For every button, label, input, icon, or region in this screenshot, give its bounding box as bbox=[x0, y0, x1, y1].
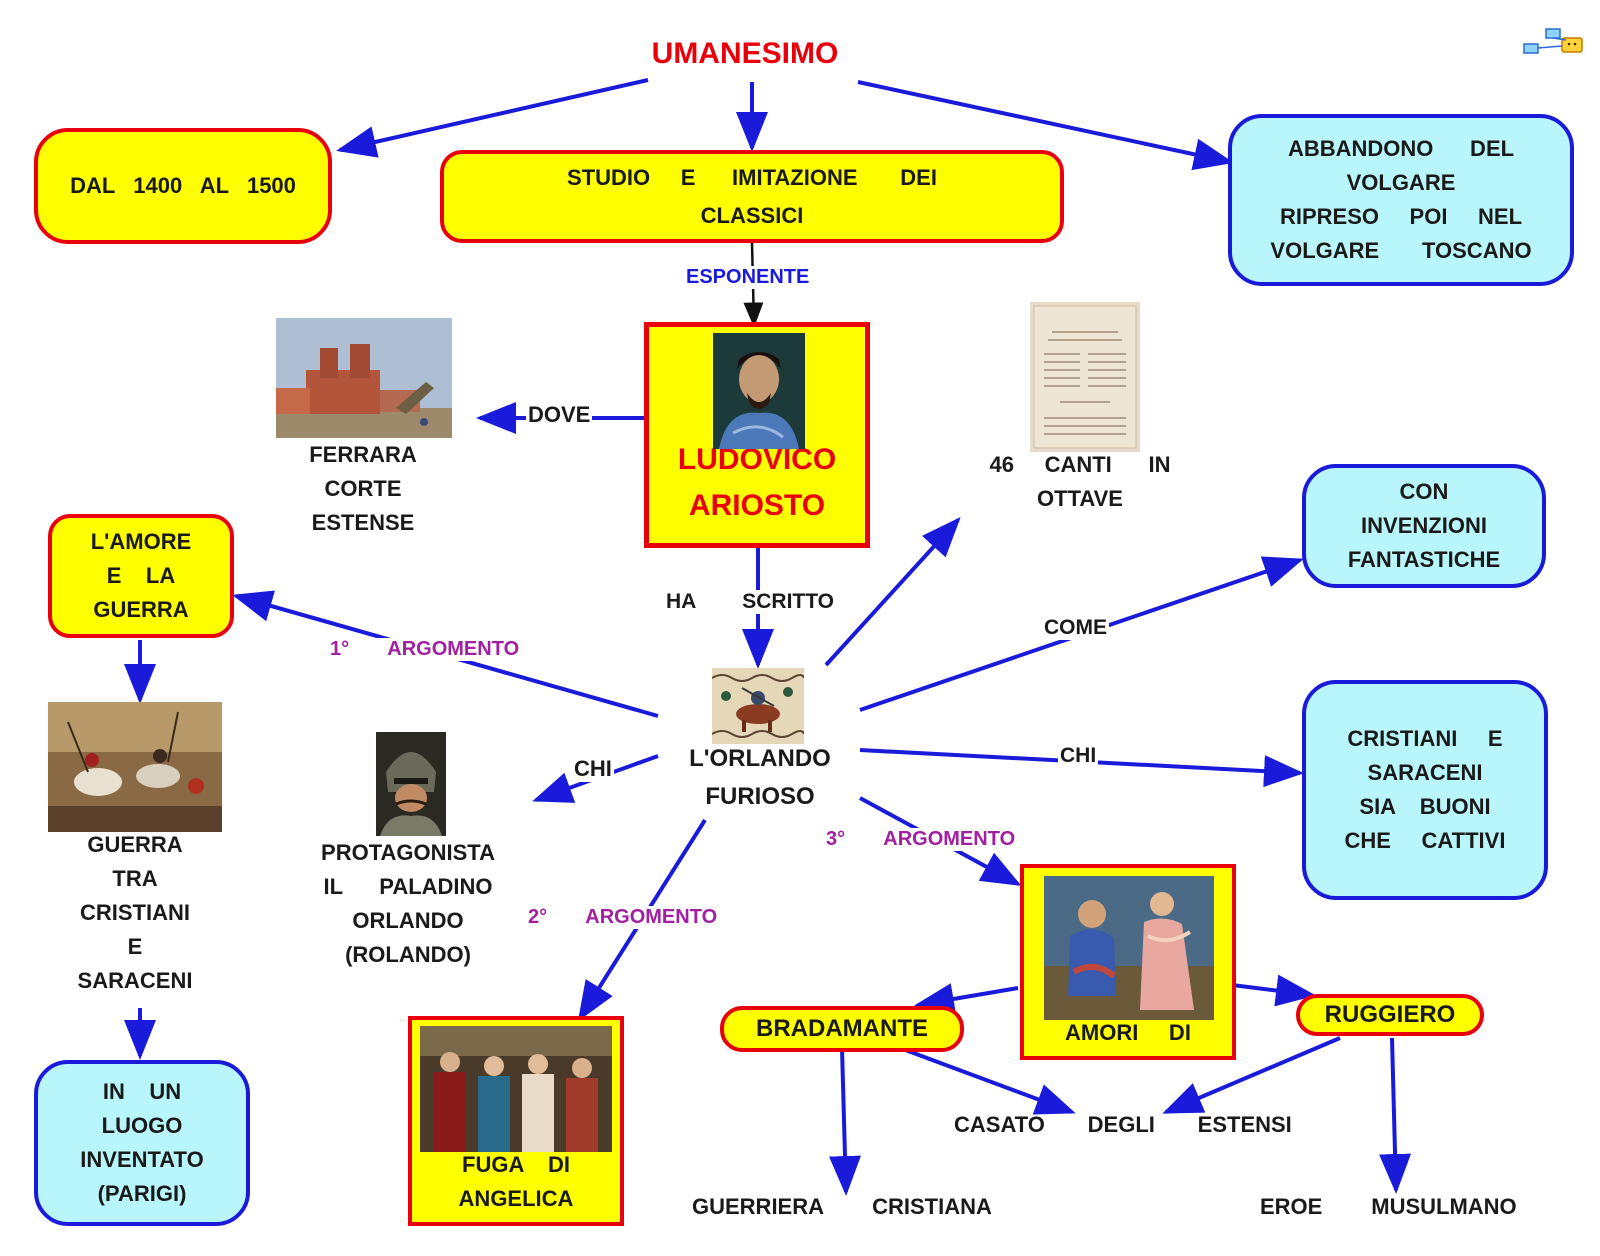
app-logo-icon bbox=[1523, 28, 1583, 54]
node-casato: CASATO DEGLI ESTENSI bbox=[954, 1112, 1292, 1137]
node-volgare-line2: VOLGARE bbox=[1346, 170, 1456, 195]
edge-amori-ruggiero bbox=[1231, 974, 1316, 1007]
label-dove: DOVE bbox=[526, 402, 593, 428]
node-orlando-line1: L'ORLANDO bbox=[689, 745, 831, 772]
node-cristiani-line4: CHE CATTIVI bbox=[1344, 828, 1506, 853]
node-guerra: GUERRA TRA CRISTIANI E SARACENI bbox=[60, 828, 210, 998]
node-guerra-line5: SARACENI bbox=[77, 968, 193, 993]
node-studio-line2: CLASSICI bbox=[700, 202, 804, 228]
label-esponente: ESPONENTE bbox=[684, 266, 812, 289]
node-guerriera: GUERRIERA CRISTIANA bbox=[692, 1194, 992, 1219]
node-guerra-line3: CRISTIANI bbox=[80, 900, 190, 925]
orlando-tapestry-image bbox=[712, 668, 804, 744]
node-eroe: EROE MUSULMANO bbox=[1260, 1194, 1517, 1219]
label-chi-right: CHI bbox=[1058, 744, 1099, 768]
node-volgare-line4: VOLGARE TOSCANO bbox=[1270, 238, 1532, 263]
edge-bradamante-guerriera bbox=[829, 1047, 861, 1196]
node-ferrara: FERRARA CORTE ESTENSE bbox=[288, 438, 438, 540]
node-period: DAL 1400 AL 1500 bbox=[34, 128, 332, 244]
node-canti: 46 CANTI IN OTTAVE bbox=[980, 448, 1180, 516]
label-come: COME bbox=[1042, 616, 1109, 640]
node-fuga-line1: FUGA DI bbox=[462, 1152, 570, 1177]
label-argomento-3: 3° ARGOMENTO bbox=[824, 828, 1018, 851]
node-protagonista: PROTAGONISTA IL PALADINO ORLANDO (ROLAND… bbox=[310, 836, 506, 972]
edge-title-volgare bbox=[857, 80, 1234, 171]
node-bradamante-text: BRADAMANTE bbox=[756, 1015, 928, 1042]
label-argomento-1: 1° ARGOMENTO bbox=[328, 638, 522, 661]
node-orlando: L'ORLANDO FURIOSO bbox=[670, 740, 850, 816]
label-chi-left: CHI bbox=[572, 756, 614, 782]
ferrara-castle-image bbox=[276, 318, 452, 438]
node-guerra-line4: E bbox=[127, 934, 143, 959]
node-amore-line2: E LA bbox=[106, 563, 176, 588]
edge-bradamante-casato bbox=[899, 1046, 1076, 1115]
node-cristiani-line3: SIA BUONI bbox=[1359, 794, 1491, 819]
node-amori-text: AMORI DI bbox=[1065, 1020, 1191, 1045]
node-protagonista-line2: IL PALADINO bbox=[323, 874, 493, 899]
node-period-text: DAL 1400 AL 1500 bbox=[70, 173, 296, 198]
node-luogo-line3: INVENTATO bbox=[80, 1147, 204, 1172]
node-ferrara-line1: FERRARA bbox=[309, 442, 417, 467]
node-cristiani-line2: SARACENI bbox=[1367, 760, 1483, 785]
node-ruggiero: RUGGIERO bbox=[1296, 994, 1484, 1036]
label-argomento-2: 2° ARGOMENTO bbox=[526, 906, 720, 929]
ariosto-portrait-image bbox=[713, 333, 805, 449]
node-luogo-line4: (PARIGI) bbox=[97, 1181, 187, 1206]
edge-ruggiero-casato bbox=[1162, 1036, 1341, 1114]
node-amore: L'AMORE E LA GUERRA bbox=[48, 514, 234, 638]
node-invenzioni-line2: INVENZIONI bbox=[1361, 513, 1487, 538]
node-studio-line1: STUDIO E IMITAZIONE DEI bbox=[567, 164, 937, 190]
node-volgare-line1: ABBANDONO DEL bbox=[1287, 136, 1515, 161]
edge-ruggiero-eroe bbox=[1379, 1037, 1412, 1194]
node-luogo-line2: LUOGO bbox=[101, 1113, 183, 1138]
edge-title-period bbox=[336, 78, 649, 158]
node-protagonista-line3: ORLANDO bbox=[352, 908, 464, 933]
node-fuga-line2: ANGELICA bbox=[458, 1186, 574, 1211]
node-protagonista-line4: (ROLANDO) bbox=[345, 942, 471, 967]
node-invenzioni: CON INVENZIONI FANTASTICHE bbox=[1302, 464, 1546, 588]
node-protagonista-line1: PROTAGONISTA bbox=[321, 840, 495, 865]
node-bradamante: BRADAMANTE bbox=[720, 1006, 964, 1052]
node-amori: AMORI DI bbox=[1020, 864, 1236, 1060]
node-cristiani-line1: CRISTIANI E bbox=[1347, 726, 1503, 751]
edge-amori-bradamante bbox=[914, 983, 1019, 1015]
angelica-puppets-image bbox=[420, 1026, 612, 1152]
node-amore-line1: L'AMORE bbox=[90, 529, 192, 554]
node-canti-line1: 46 CANTI IN bbox=[989, 452, 1171, 477]
label-ha-scritto: HA SCRITTO bbox=[664, 590, 837, 614]
node-ariosto-line2: ARIOSTO bbox=[688, 489, 826, 522]
node-canti-line2: OTTAVE bbox=[1037, 486, 1123, 511]
node-orlando-line2: FURIOSO bbox=[705, 783, 815, 810]
node-volgare: ABBANDONO DEL VOLGARE RIPRESO POI NEL VO… bbox=[1228, 114, 1574, 286]
node-ferrara-line2: CORTE bbox=[324, 476, 402, 501]
node-guerra-line2: TRA bbox=[112, 866, 158, 891]
node-luogo-line1: IN UN bbox=[102, 1079, 182, 1104]
node-cristiani: CRISTIANI E SARACENI SIA BUONI CHE CATTI… bbox=[1302, 680, 1548, 900]
title-umanesimo: UMANESIMO bbox=[651, 37, 839, 70]
edge-orlando-canti bbox=[824, 517, 961, 667]
node-guerra-line1: GUERRA bbox=[87, 832, 183, 857]
node-fuga: FUGA DI ANGELICA bbox=[408, 1016, 624, 1226]
book-page-image bbox=[1030, 302, 1140, 452]
node-studio: STUDIO E IMITAZIONE DEI CLASSICI bbox=[440, 150, 1064, 243]
knight-portrait-image bbox=[376, 732, 446, 836]
node-luogo: IN UN LUOGO INVENTATO (PARIGI) bbox=[34, 1060, 250, 1226]
node-amore-line3: GUERRA bbox=[93, 597, 189, 622]
amori-painting-image bbox=[1044, 876, 1214, 1020]
node-invenzioni-line3: FANTASTICHE bbox=[1347, 547, 1501, 572]
node-ferrara-line3: ESTENSE bbox=[311, 510, 415, 535]
node-volgare-line3: RIPRESO POI NEL bbox=[1279, 204, 1523, 229]
battle-painting-image bbox=[48, 702, 222, 832]
node-invenzioni-line1: CON bbox=[1399, 479, 1449, 504]
node-ruggiero-text: RUGGIERO bbox=[1324, 1001, 1456, 1028]
node-ariosto: LUDOVICO ARIOSTO bbox=[644, 322, 870, 548]
